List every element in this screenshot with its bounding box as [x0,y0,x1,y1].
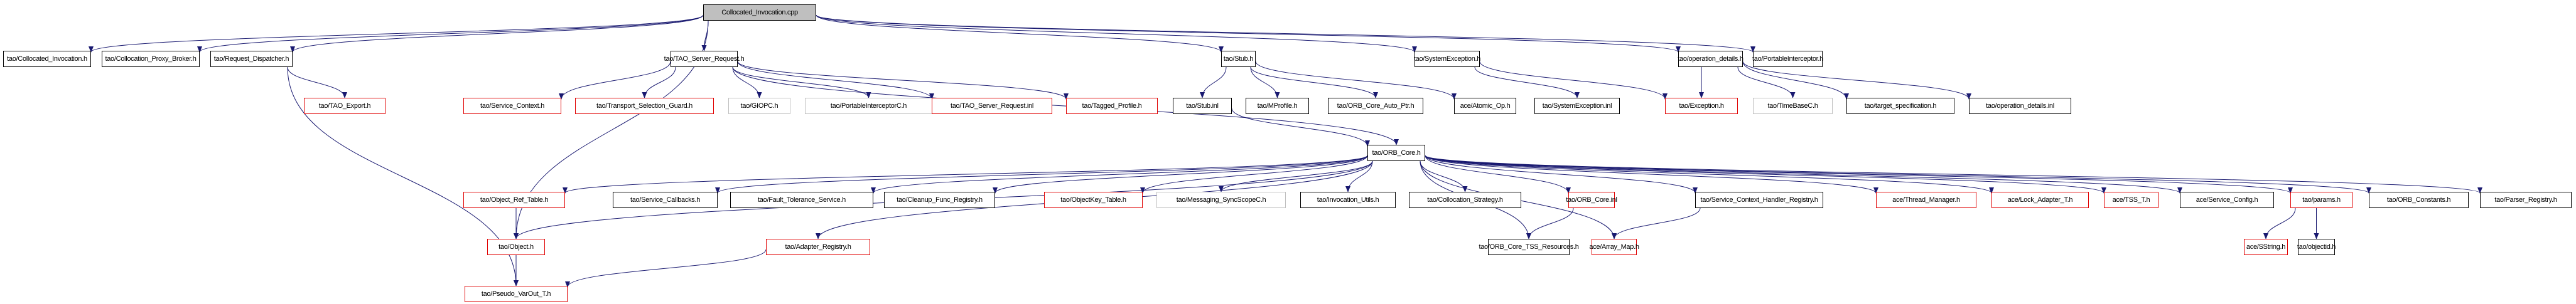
node-tao-portableinterceptorc-h[interactable]: tao/PortableInterceptorC.h [805,98,932,114]
node-tao-operation-details-inl[interactable]: tao/operation_details.inl [1969,98,2071,114]
node-tao-params-h[interactable]: tao/params.h [2290,192,2352,208]
node-collocated-invocation-cpp: Collocated_Invocation.cpp [703,4,816,21]
node-tao-orb-constants-h[interactable]: tao/ORB_Constants.h [2369,192,2469,208]
node-tao-tao-server-request-inl[interactable]: tao/TAO_Server_Request.inl [932,98,1052,114]
edge-orbcore-to-parser [1425,155,2482,194]
node-tao-invocation-utils-h[interactable]: tao/Invocation_Utils.h [1300,192,1396,208]
edge-tsr-to-giopc [732,66,762,98]
edge-orbcore-to-collstrat [1420,160,1468,192]
edge-reqdisp-to-taoexp [287,66,347,98]
edge-orbcore-to-ft [871,155,1368,194]
edge-orbcore-to-svccb [715,155,1368,194]
node-tao-orb-core-tss-resources-h[interactable]: tao/ORB_Core_TSS_Resources.h [1479,239,1579,255]
node-tao-timebasec-h[interactable]: tao/TimeBaseC.h [1753,98,1833,114]
edge-opdet-to-opdetinl [1742,61,1971,100]
edge-tsr-to-pic [732,66,871,98]
node-ace-array-map-h[interactable]: ace/Array_Map.h [1589,239,1639,255]
edge-orbcore-to-lockad [1425,155,1994,194]
edge-orbcore-to-thrmgr [1425,155,1878,194]
edge-orbcore-to-orbinl [1425,155,1571,194]
node-tao-objectid-h[interactable]: tao/objectid.h [2297,239,2336,255]
node-tao-objectkey-table-h[interactable]: tao/ObjectKey_Table.h [1044,192,1143,208]
edge-tsr-to-tagged [737,61,1069,100]
node-tao-tagged-profile-h[interactable]: tao/Tagged_Profile.h [1066,98,1158,114]
node-tao-collocation-proxy-broker-h[interactable]: tao/Collocation_Proxy_Broker.h [102,51,200,67]
edge-root-to-tsr [701,20,709,51]
edge-orbcore-to-objref [563,155,1368,194]
node-tao-fault-tolerance-service-h[interactable]: tao/Fault_Tolerance_Service.h [730,192,873,208]
edge-adreg-to-pvo [565,249,767,288]
node-tao-orb-core-auto-ptr-h[interactable]: tao/ORB_Core_Auto_Ptr.h [1328,98,1423,114]
node-tao-cleanup-func-registry-h[interactable]: tao/Cleanup_Func_Registry.h [884,192,995,208]
edge-stub-to-atomic [1255,61,1457,100]
node-tao-operation-details-h[interactable]: tao/operation_details.h [1678,51,1743,67]
node-ace-atomic-op-h[interactable]: ace/Atomic_Op.h [1454,98,1516,114]
node-tao-stub-inl[interactable]: tao/Stub.inl [1173,98,1232,114]
node-tao-tao-export-h[interactable]: tao/TAO_Export.h [304,98,385,114]
node-tao-exception-h[interactable]: tao/Exception.h [1665,98,1738,114]
edge-orbcore-to-params [1425,155,2293,194]
node-ace-sstring-h[interactable]: ace/SString.h [2244,239,2288,255]
node-ace-thread-manager-h[interactable]: ace/Thread_Manager.h [1876,192,1976,208]
edge-root-to-collinv [89,14,704,53]
edge-tsr-to-tsg [642,66,676,98]
edge-orbcore-to-tss [1425,155,2106,194]
edge-orbcore-to-orbconst [1425,155,2371,194]
edge-orbcore-to-msgsync [1219,160,1373,192]
edge-orbcore-to-okt [1140,155,1368,194]
node-tao-adapter-registry-h[interactable]: tao/Adapter_Registry.h [766,239,870,255]
edge-root-to-cpb [197,14,704,53]
node-tao-portableinterceptor-h[interactable]: tao/PortableInterceptor.h [1752,51,1823,67]
node-tao-collocated-invocation-h[interactable]: tao/Collocated_Invocation.h [3,51,91,67]
edge-root-to-opdet [816,14,1681,53]
edge-opdet-to-target [1742,61,1849,100]
edge-root-to-sysex [816,14,1417,53]
edge-tsr-to-orbcore [732,66,1399,145]
edge-sysex-to-sysexinl [1474,66,1580,98]
node-tao-orb-core-inl[interactable]: tao/ORB_Core.inl [1566,192,1617,208]
edge-root-to-stub [816,14,1224,53]
node-tao-target-specification-h[interactable]: tao/target_specification.h [1846,98,1954,114]
node-tao-parser-registry-h[interactable]: tao/Parser_Registry.h [2480,192,2572,208]
edge-root-to-pi [816,14,1755,53]
node-tao-transport-selection-guard-h[interactable]: tao/Transport_Selection_Guard.h [575,98,714,114]
node-tao-collocation-strategy-h[interactable]: tao/Collocation_Strategy.h [1409,192,1521,208]
edge-stub-to-stubinl [1200,66,1227,98]
edge-orbcore-to-invutil [1345,160,1373,192]
node-tao-systemexception-inl[interactable]: tao/SystemException.inl [1534,98,1620,114]
edge-stubinl-to-orbcore [1231,108,1370,147]
node-tao-stub-h[interactable]: tao/Stub.h [1221,51,1256,67]
edge-orbcore-to-svccfg [1425,155,2182,194]
edge-opdet-to-timebase [1737,66,1796,98]
edge-schr-to-arrmap [1612,207,1701,239]
node-ace-tss-t-h[interactable]: ace/TSS_T.h [2104,192,2158,208]
node-tao-messaging-syncscopec-h[interactable]: tao/Messaging_SyncScopeC.h [1156,192,1286,208]
edge-orbcore-to-cleanup [993,155,1368,194]
edge-sysex-to-exc [1479,61,1668,100]
node-tao-service-callbacks-h[interactable]: tao/Service_Callbacks.h [613,192,718,208]
node-tao-pseudo-varout-t-h[interactable]: tao/Pseudo_VarOut_T.h [465,286,568,302]
edge-root-to-reqdisp [290,14,704,53]
edge-stub-to-orbap [1250,66,1378,98]
edge-stub-to-mprof [1250,66,1280,98]
node-tao-service-context-h[interactable]: tao/Service_Context.h [463,98,561,114]
node-tao-service-context-handler-registry-h[interactable]: tao/Service_Context_Handler_Registry.h [1695,192,1823,208]
edge-orbinl-to-tssres [1526,207,1574,239]
node-tao-mprofile-h[interactable]: tao/MProfile.h [1246,98,1309,114]
node-tao-object-h[interactable]: tao/Object.h [487,239,545,255]
node-ace-service-config-h[interactable]: ace/Service_Config.h [2180,192,2274,208]
edge-tsr-to-svcctx [559,61,671,100]
node-tao-tao-server-request-h[interactable]: tao/TAO_Server_Request.h [664,51,745,67]
node-tao-orb-core-h[interactable]: tao/ORB_Core.h [1367,145,1425,161]
node-tao-systemexception-h[interactable]: tao/SystemException.h [1414,51,1480,67]
node-tao-request-dispatcher-h[interactable]: tao/Request_Dispatcher.h [210,51,293,67]
edge-params-to-sstring [2263,207,2296,239]
edge-tsr-to-tsrinl [737,61,934,100]
node-ace-lock-adapter-t-h[interactable]: ace/Lock_Adapter_T.h [1991,192,2089,208]
node-tao-object-ref-table-h[interactable]: tao/Object_Ref_Table.h [463,192,565,208]
node-tao-giopc-h[interactable]: tao/GIOPC.h [728,98,790,114]
edge-orbcore-to-schr [1425,155,1698,194]
